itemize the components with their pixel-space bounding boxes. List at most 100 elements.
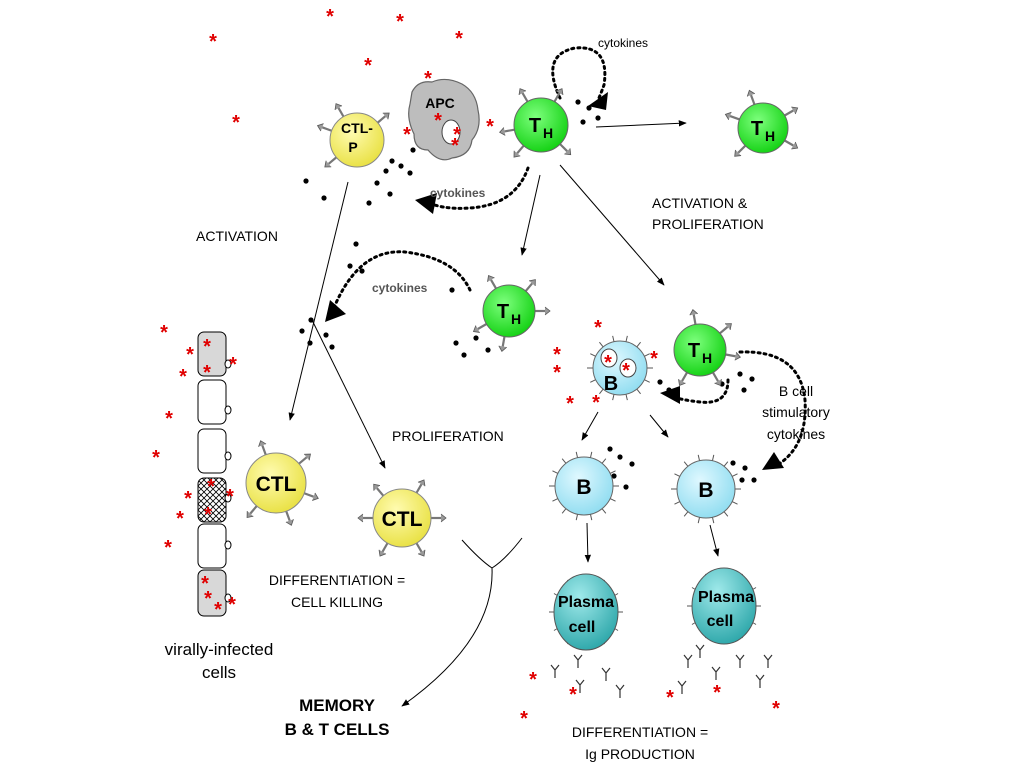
bcr-tick [731, 473, 738, 477]
antigen-star: * [451, 135, 459, 157]
cytokine-dot [623, 484, 629, 490]
infected-cell [197, 331, 227, 377]
antigen-star: * [772, 698, 780, 720]
ctl-label: CTL [382, 508, 423, 531]
b-cell-right: B [676, 459, 736, 519]
cytokine-dot [473, 335, 479, 341]
b-cell-left: B [554, 456, 614, 516]
cytokine-dot [617, 454, 623, 460]
antigen-star: * [209, 31, 217, 53]
antigen-star: * [229, 354, 237, 376]
infected-cell-column [197, 331, 232, 617]
receptor-tip [357, 513, 364, 523]
antigen-star: * [604, 352, 612, 374]
bcr-tick [697, 454, 701, 461]
antigen-star: * [184, 488, 192, 510]
memory-label-2: B & T CELLS [284, 720, 390, 739]
antigen-star: * [176, 508, 184, 530]
helper-t-cell-b-activation: T H [673, 323, 727, 377]
ctlp-label-2: P [348, 139, 357, 155]
antibody [711, 666, 721, 680]
antigen-star: * [204, 504, 212, 526]
b-cell-cytokines-label-2: stimulatory [762, 404, 830, 420]
bcr-tick [644, 353, 650, 357]
receptor-tip [564, 148, 572, 156]
antigen-star: * [152, 447, 160, 469]
th-subscript: H [543, 125, 553, 141]
plasma-label-1: Plasma [698, 589, 754, 606]
receptor-tip [440, 513, 447, 523]
bcr-tick [590, 353, 596, 357]
helper-t-cell-middle: T H [482, 284, 536, 338]
cytokine-dot [389, 158, 395, 164]
b-label: B [576, 476, 591, 499]
cytokine-dot [410, 147, 416, 153]
receptor-tip [689, 308, 698, 316]
activation-proliferation-label-2: PROLIFERATION [652, 216, 764, 232]
antigen-star: * [232, 112, 240, 134]
receptor-tip [528, 279, 536, 287]
proliferation-label: PROLIFERATION [392, 428, 504, 444]
memory-label-1: MEMORY [299, 696, 375, 715]
receptor [784, 109, 794, 117]
receptor-tip [791, 141, 799, 150]
antigen-star: * [160, 322, 168, 344]
cytokine-dot [366, 200, 372, 206]
receptor-tip [724, 111, 732, 120]
bcr-tick [552, 470, 559, 474]
antigen-star: * [226, 486, 234, 508]
bcr-tick [575, 514, 579, 521]
antigen-star: * [186, 344, 194, 366]
cytokine-dot [739, 477, 745, 483]
antigen-star: * [453, 124, 461, 146]
ctl-precursor-cell: CTL- P [329, 112, 385, 168]
antibody [735, 654, 745, 668]
bcr-tick [683, 511, 689, 517]
antigen-star: * [403, 124, 411, 146]
antigen-star: * [650, 348, 658, 370]
antigen-star: * [455, 28, 463, 50]
activation-proliferation-label-1: ACTIVATION & [652, 195, 748, 211]
receptor-tip [373, 483, 381, 491]
apc-cell: APC [408, 78, 480, 161]
antigen-star: * [553, 362, 561, 384]
cytokine-dot [607, 446, 613, 452]
antigen-star: * [203, 362, 211, 384]
receptor-tip [734, 149, 742, 157]
receptor [784, 139, 794, 147]
receptor [477, 323, 488, 330]
bcr-tick [609, 498, 616, 502]
receptor [681, 371, 688, 382]
antigen-star: * [520, 708, 528, 730]
bcr-tick [711, 454, 715, 461]
antibody [763, 654, 773, 668]
differentiation-ig-label-2: Ig PRODUCTION [585, 746, 695, 762]
receptor [261, 445, 267, 456]
helper-t-cell-proliferated: T H [737, 102, 789, 154]
ctl-cell: CTL [372, 488, 432, 548]
antibody [755, 674, 765, 688]
bcr-tick [589, 451, 593, 458]
receptor [415, 483, 423, 494]
receptor-tip [472, 325, 480, 333]
cytokines-label-left: cytokines [372, 281, 428, 295]
pathway-arrows [288, 120, 720, 707]
bcr-tick [674, 501, 681, 505]
cytokine-dot [387, 191, 393, 197]
receptor-tip [746, 89, 755, 97]
cytokine-arrowheads [325, 92, 784, 470]
cytokine-dot [303, 178, 309, 184]
infected-cell [197, 569, 227, 617]
healthy-cell [197, 379, 227, 425]
plasma-cell-left: Plasma cell [553, 573, 619, 651]
healthy-cell [197, 428, 227, 474]
cytokine-dot [347, 263, 353, 269]
ctlp-label-1: CTL- [341, 120, 373, 136]
antigen-star: * [179, 366, 187, 388]
cytokine-dot [329, 344, 335, 350]
cytokine-dot [299, 328, 305, 334]
antibody [601, 667, 611, 681]
cytokine-dot [383, 168, 389, 174]
antigen-star: * [201, 573, 209, 595]
bcr-tick [601, 508, 607, 514]
